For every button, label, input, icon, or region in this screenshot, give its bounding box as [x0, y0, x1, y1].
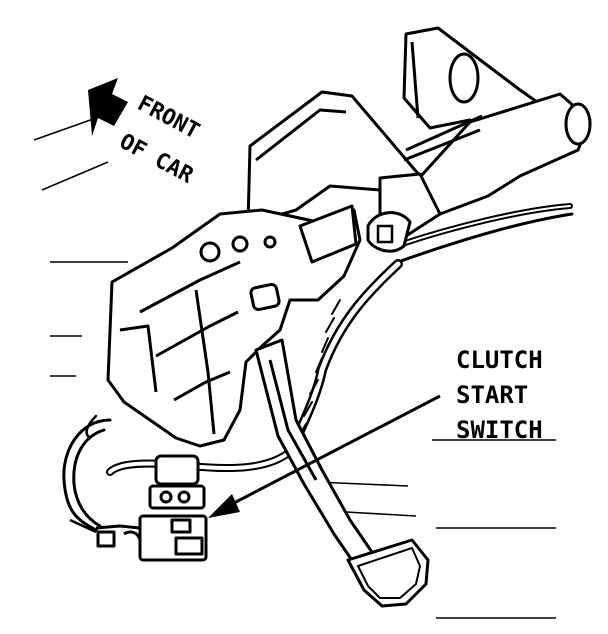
clutch-start-switch-callout: CLUTCH START SWITCH — [208, 346, 543, 518]
background-lines — [33, 117, 556, 619]
callout-label-line3: SWITCH — [456, 416, 543, 444]
pedal-bracket-assembly — [106, 26, 542, 448]
front-direction-indicator: FRONT OF CAR — [88, 78, 203, 189]
clutch-start-switch — [69, 454, 208, 562]
direction-arrow — [88, 78, 128, 136]
callout-arrowhead — [208, 494, 240, 518]
callout-label-line1: CLUTCH — [456, 346, 543, 374]
callout-label-line2: START — [456, 381, 528, 409]
front-of-car-label-line1: FRONT — [133, 91, 203, 144]
clutch-pedal-arm — [254, 338, 430, 608]
callout-leader-line — [231, 394, 441, 506]
